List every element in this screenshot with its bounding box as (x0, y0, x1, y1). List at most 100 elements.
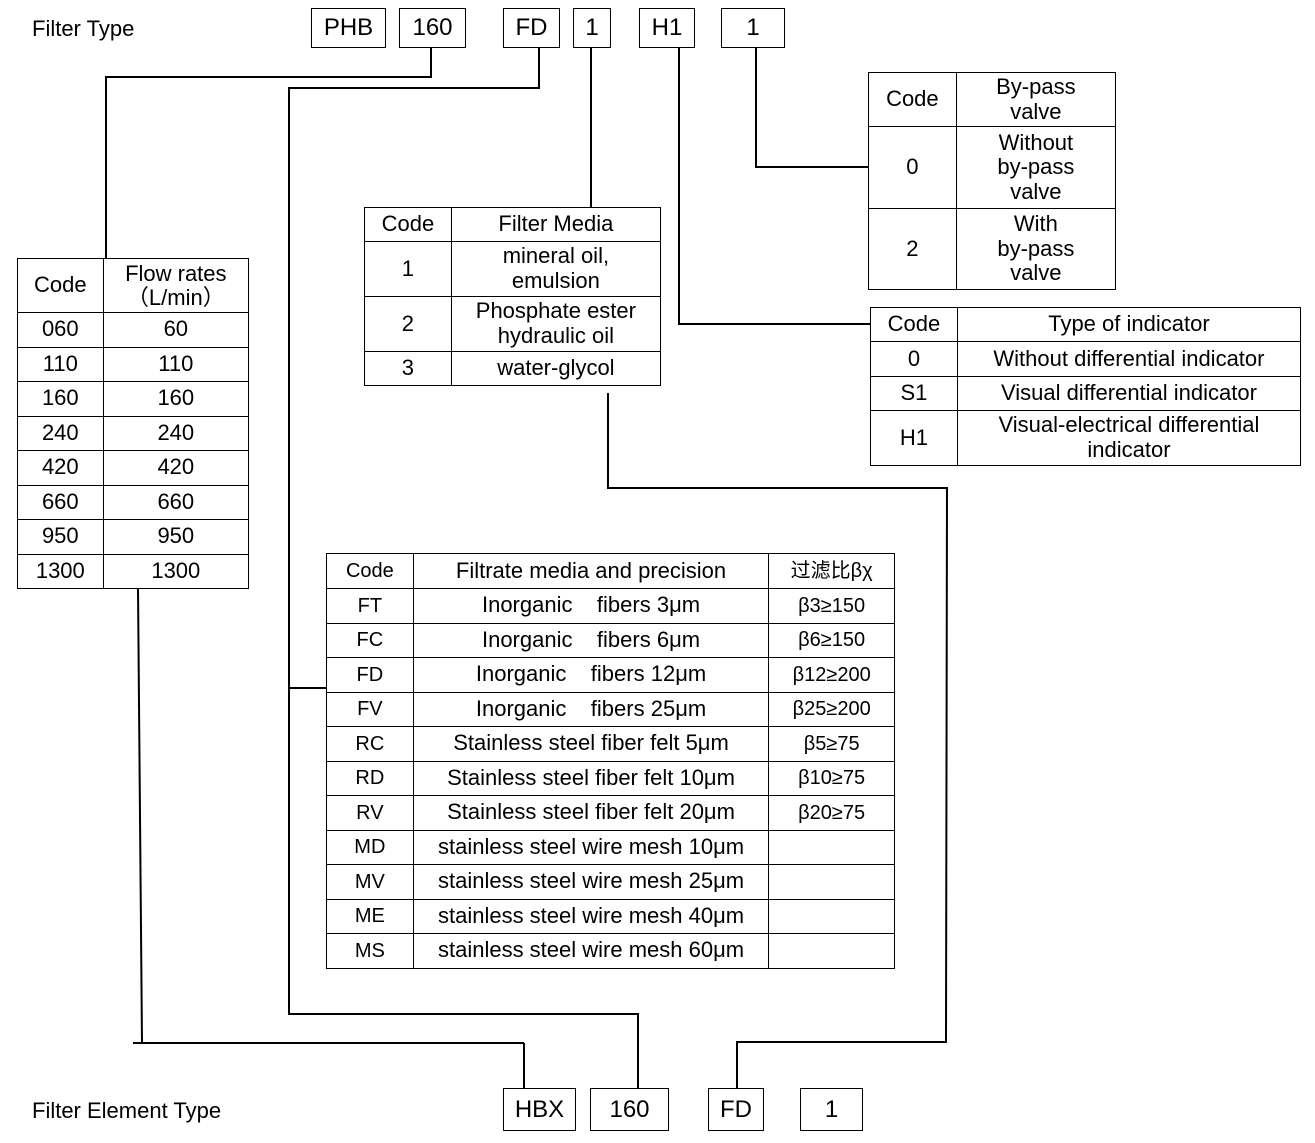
indicator-code-cell: 0 (870, 341, 958, 377)
flow-code-cell: 1300 (17, 553, 104, 589)
media-name-cell: water-glycol (450, 351, 662, 386)
flow-code-cell: 060 (17, 312, 104, 348)
precision-ratio-cell (768, 864, 895, 900)
precision-ratio-cell: β3≥150 (768, 588, 895, 624)
precision-code-cell: RD (326, 760, 414, 796)
flow-rate-cell: 110 (102, 346, 250, 382)
flow-rate-cell: 60 (102, 312, 250, 348)
precision-ratio-cell: β12≥200 (768, 657, 895, 693)
precision-ratio-cell: β5≥75 (768, 726, 895, 762)
precision-media-cell: stainless steel wire mesh 40μm (412, 898, 770, 934)
media-code-cell: 3 (364, 351, 452, 386)
precision-code-cell: FT (326, 588, 414, 624)
flow-code-cell: 950 (17, 519, 104, 555)
precision-media-cell: Inorganic fibers 12μm (412, 657, 770, 693)
precision-code-cell: FD (326, 657, 414, 693)
precision-media-cell: Inorganic fibers 6μm (412, 622, 770, 658)
bypass-code-cell: 0 (868, 126, 957, 209)
precision-code-cell: MS (326, 933, 414, 969)
precision-ratio-cell: β6≥150 (768, 622, 895, 658)
connector-flow-to-element (133, 588, 144, 1044)
flow-code-cell: 240 (17, 415, 104, 451)
flow-rate-cell: 660 (102, 484, 250, 520)
precision-code-cell: FC (326, 622, 414, 658)
bypass-header-code: Code (868, 72, 957, 127)
bypass-header-valve: By-pass valve (955, 72, 1117, 127)
type-code-bypass: 1 (721, 8, 785, 48)
precision-media-cell: Stainless steel fiber felt 20μm (412, 795, 770, 831)
connector-precision (288, 48, 639, 1088)
precision-ratio-cell (768, 829, 895, 865)
indicator-code-cell: H1 (870, 410, 958, 466)
connector-indicator (678, 48, 871, 325)
flow-rate-cell: 160 (102, 381, 250, 417)
filter-media-table: Code Filter Media 1 mineral oil, emulsio… (364, 207, 662, 386)
precision-code-cell: RC (326, 726, 414, 762)
precision-ratio-cell (768, 898, 895, 934)
precision-ratio-cell (768, 933, 895, 969)
flow-rate-cell: 420 (102, 450, 250, 486)
bypass-desc-cell: With by-pass valve (955, 208, 1117, 290)
filter-element-type-label: Filter Element Type (32, 1098, 222, 1123)
precision-table: Code Filtrate media and precision 过滤比βχ … (326, 553, 895, 969)
bypass-desc-cell: Without by-pass valve (955, 126, 1117, 209)
media-header-media: Filter Media (450, 207, 662, 242)
indicator-code-cell: S1 (870, 376, 958, 411)
element-code-series: HBX (503, 1088, 576, 1131)
flow-header-code: Code (17, 258, 104, 313)
precision-ratio-cell: β25≥200 (768, 691, 895, 727)
media-code-cell: 1 (364, 241, 452, 297)
indicator-desc-cell: Without differential indicator (956, 341, 1302, 377)
flow-code-cell: 110 (17, 346, 104, 382)
media-code-cell: 2 (364, 296, 452, 352)
precision-code-cell: ME (326, 898, 414, 934)
element-code-media: 1 (800, 1088, 863, 1131)
precision-ratio-cell: β20≥75 (768, 795, 895, 831)
precision-media-cell: stainless steel wire mesh 60μm (412, 933, 770, 969)
precision-header-code: Code (326, 553, 414, 589)
flow-header-rate: Flow rates （L/min） (102, 258, 250, 313)
element-code-flow: 160 (590, 1088, 669, 1131)
bypass-code-cell: 2 (868, 208, 957, 290)
indicator-desc-cell: Visual differential indicator (956, 376, 1302, 411)
bypass-valve-table: Code By-pass valve 0 Without by-pass val… (868, 72, 1117, 290)
precision-code-cell: MV (326, 864, 414, 900)
connector-bypass (755, 48, 869, 168)
flow-rate-cell: 950 (102, 519, 250, 555)
media-name-cell: Phosphate ester hydraulic oil (450, 296, 662, 352)
media-header-code: Code (364, 207, 452, 242)
precision-ratio-cell: β10≥75 (768, 760, 895, 796)
type-code-series: PHB (311, 8, 386, 48)
precision-code-cell: RV (326, 795, 414, 831)
precision-media-cell: stainless steel wire mesh 10μm (412, 829, 770, 865)
indicator-header-type: Type of indicator (956, 307, 1302, 342)
precision-header-media: Filtrate media and precision (412, 553, 770, 589)
filter-type-label: Filter Type (32, 16, 135, 41)
type-code-precision: FD (503, 8, 560, 48)
precision-media-cell: Stainless steel fiber felt 10μm (412, 760, 770, 796)
connector-media-to-element (607, 393, 949, 1088)
precision-media-cell: Stainless steel fiber felt 5μm (412, 726, 770, 762)
flow-rate-cell: 240 (102, 415, 250, 451)
precision-media-cell: Inorganic fibers 25μm (412, 691, 770, 727)
indicator-desc-cell: Visual-electrical differential indicator (956, 410, 1302, 466)
flow-code-cell: 420 (17, 450, 104, 486)
indicator-header-code: Code (870, 307, 958, 342)
indicator-table: Code Type of indicator 0 Without differe… (870, 307, 1302, 466)
flow-code-cell: 660 (17, 484, 104, 520)
connector-flow (105, 48, 432, 258)
precision-code-cell: FV (326, 691, 414, 727)
type-code-flow: 160 (399, 8, 466, 48)
precision-media-cell: stainless steel wire mesh 25μm (412, 864, 770, 900)
flow-header-rate-text: Flow rates （L/min） (125, 261, 227, 310)
flow-rate-cell: 1300 (102, 553, 250, 589)
flow-code-cell: 160 (17, 381, 104, 417)
type-code-indicator: H1 (639, 8, 695, 48)
precision-header-ratio: 过滤比βχ (768, 553, 895, 589)
type-code-media: 1 (573, 8, 611, 48)
precision-media-cell: Inorganic fibers 3μm (412, 588, 770, 624)
precision-code-cell: MD (326, 829, 414, 865)
element-code-precision: FD (708, 1088, 764, 1131)
